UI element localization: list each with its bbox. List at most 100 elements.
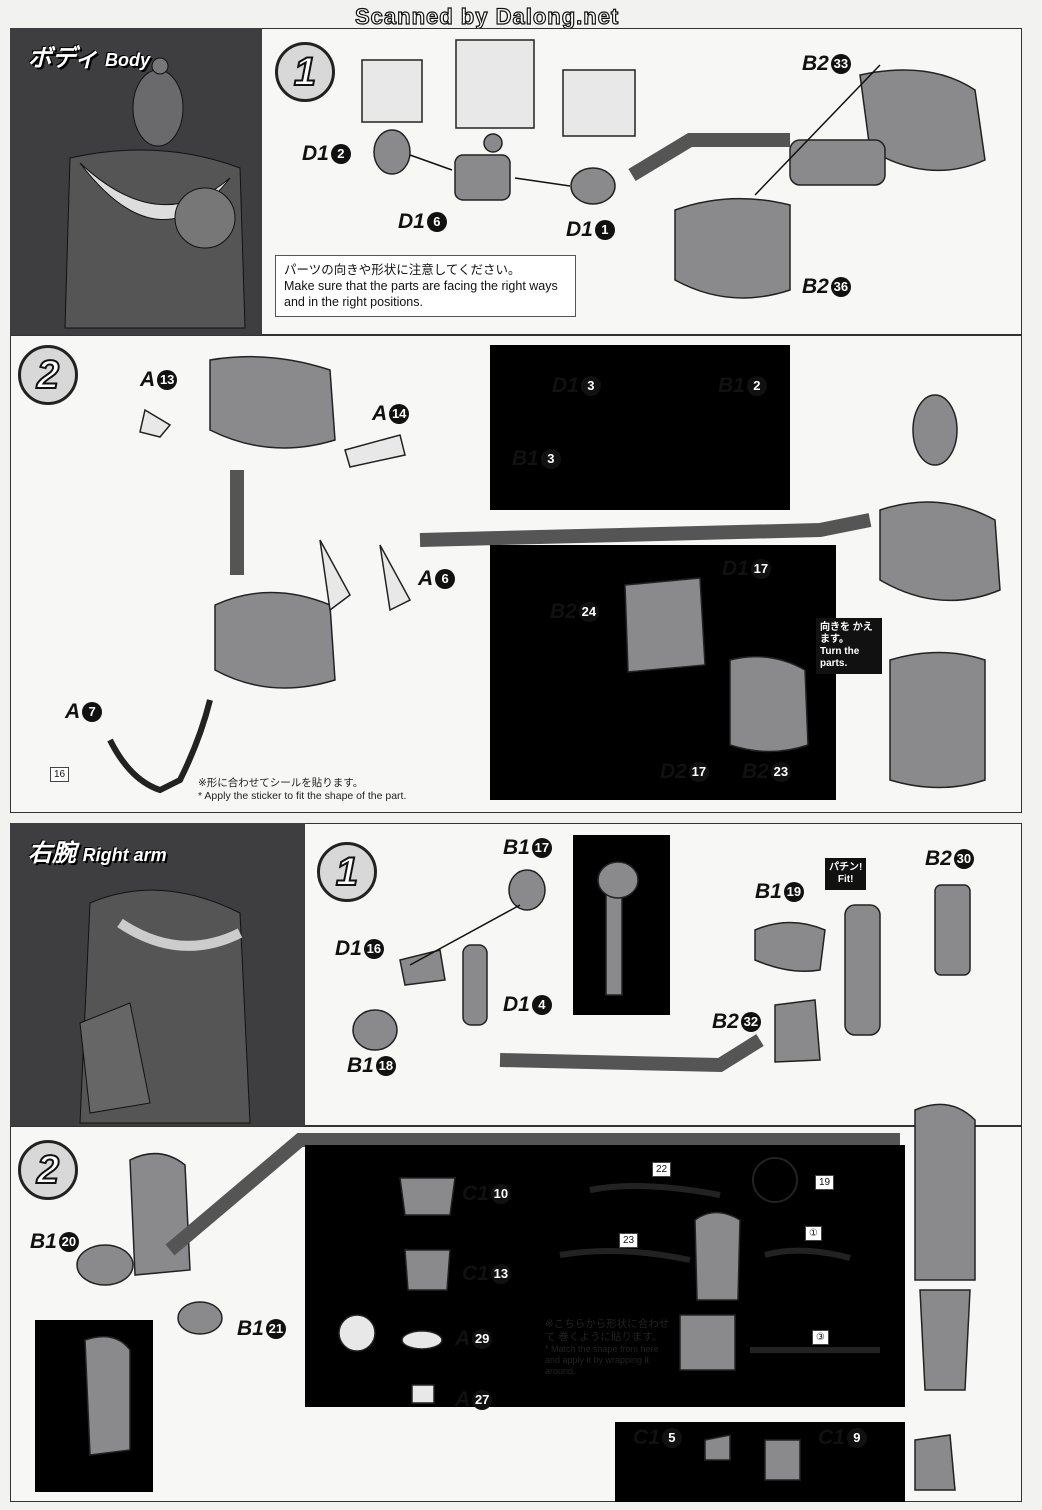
part-num: 30: [953, 849, 974, 869]
wrap-sticker-note: ※こちらから形状に合わせて 巻くように貼ります。 * Match the sha…: [545, 1318, 675, 1377]
part-code: B1: [512, 447, 539, 470]
body-step2-badge: 2: [18, 345, 78, 405]
part-num: 18: [375, 1056, 396, 1076]
part-num: 5: [661, 1428, 682, 1448]
part-code: B2: [802, 275, 829, 298]
part-code: A: [140, 368, 156, 391]
section-title: 右腕 Right arm: [28, 833, 167, 868]
part-code: B2: [925, 847, 952, 870]
part-code: B1: [718, 374, 745, 397]
part-code: B2: [550, 600, 577, 623]
part-num: 3: [540, 449, 561, 469]
arm-section-header: 右腕 Right arm: [10, 823, 305, 1126]
sticker-label: 22: [652, 1162, 672, 1177]
section-title-jp: 右腕: [28, 840, 76, 867]
part-code: C1: [462, 1262, 489, 1285]
sticker-label: 23: [619, 1233, 639, 1248]
fit-en: Fit!: [837, 874, 854, 885]
part-num: 21: [265, 1319, 286, 1339]
part-num: 3: [580, 376, 601, 396]
part-code: C1: [462, 1182, 489, 1205]
orientation-note-en: Make sure that the parts are facing the …: [284, 279, 558, 309]
part-num: 36: [830, 277, 851, 297]
wrap-note-jp: ※こちらから形状に合わせて 巻くように貼ります。: [545, 1318, 670, 1343]
part-code: B1: [30, 1230, 57, 1253]
part-code: A: [372, 402, 388, 425]
part-num: 20: [58, 1232, 79, 1252]
part-num: 27: [472, 1390, 493, 1410]
part-code: A: [455, 1388, 471, 1411]
part-num: 24: [578, 602, 599, 622]
part-num: 10: [490, 1184, 511, 1204]
part-num: 29: [472, 1329, 493, 1349]
section-title: ボディ Body: [28, 38, 150, 73]
part-code: B2: [712, 1010, 739, 1033]
part-num: 6: [426, 212, 447, 232]
arm-step1-badge: 1: [317, 842, 377, 902]
part-code: B1: [237, 1317, 264, 1340]
part-code: B2: [742, 760, 769, 783]
body-step2-panel: [10, 335, 1022, 813]
part-num: 17: [750, 559, 771, 579]
part-code: D1: [503, 993, 530, 1016]
sticker-label: 19: [815, 1175, 835, 1190]
part-num: 9: [846, 1428, 867, 1448]
turn-parts-en: Turn the parts.: [820, 646, 860, 669]
turn-parts-jp: 向きを かえます。: [820, 622, 873, 645]
part-code: D2: [660, 760, 687, 783]
part-code: B1: [755, 880, 782, 903]
part-code: D1: [722, 557, 749, 580]
part-num: 14: [389, 404, 410, 424]
part-num: 17: [531, 838, 552, 858]
part-code: D1: [302, 142, 329, 165]
sticker-note: ※形に合わせてシールを貼ります。 * Apply the sticker to …: [198, 777, 406, 803]
sticker-label: ①: [805, 1226, 822, 1241]
part-code: B1: [347, 1054, 374, 1077]
sticker-note-jp: ※形に合わせてシールを貼ります。: [198, 777, 364, 789]
part-num: 23: [770, 762, 791, 782]
part-code: A: [418, 567, 434, 590]
part-num: 19: [783, 882, 804, 902]
part-code: D1: [335, 937, 362, 960]
sticker-label: ③: [812, 1330, 829, 1345]
fit-callout: パチン! Fit!: [825, 858, 867, 890]
part-code: D1: [552, 374, 579, 397]
part-code: A: [455, 1327, 471, 1350]
scan-watermark: Scanned by Dalong.net: [354, 3, 620, 29]
orientation-note: パーツの向きや形状に注意してください。 Make sure that the p…: [275, 255, 576, 317]
wrap-note-en: * Match the shape from here and apply it…: [545, 1344, 659, 1376]
part-num: 16: [363, 939, 384, 959]
part-code: D1: [398, 210, 425, 233]
part-code: A: [65, 700, 81, 723]
body-section-header: ボディ Body: [10, 28, 262, 335]
arm-step2-panel: [10, 1126, 1022, 1502]
fit-jp: パチン!: [829, 862, 863, 873]
orientation-note-jp: パーツの向きや形状に注意してください。: [284, 263, 521, 277]
part-num: 13: [157, 370, 178, 390]
part-code: D1: [566, 218, 593, 241]
arm-figure-illustration: [79, 889, 251, 1124]
part-num: 32: [740, 1012, 761, 1032]
part-code: C1: [633, 1426, 660, 1449]
part-num: 13: [490, 1264, 511, 1284]
